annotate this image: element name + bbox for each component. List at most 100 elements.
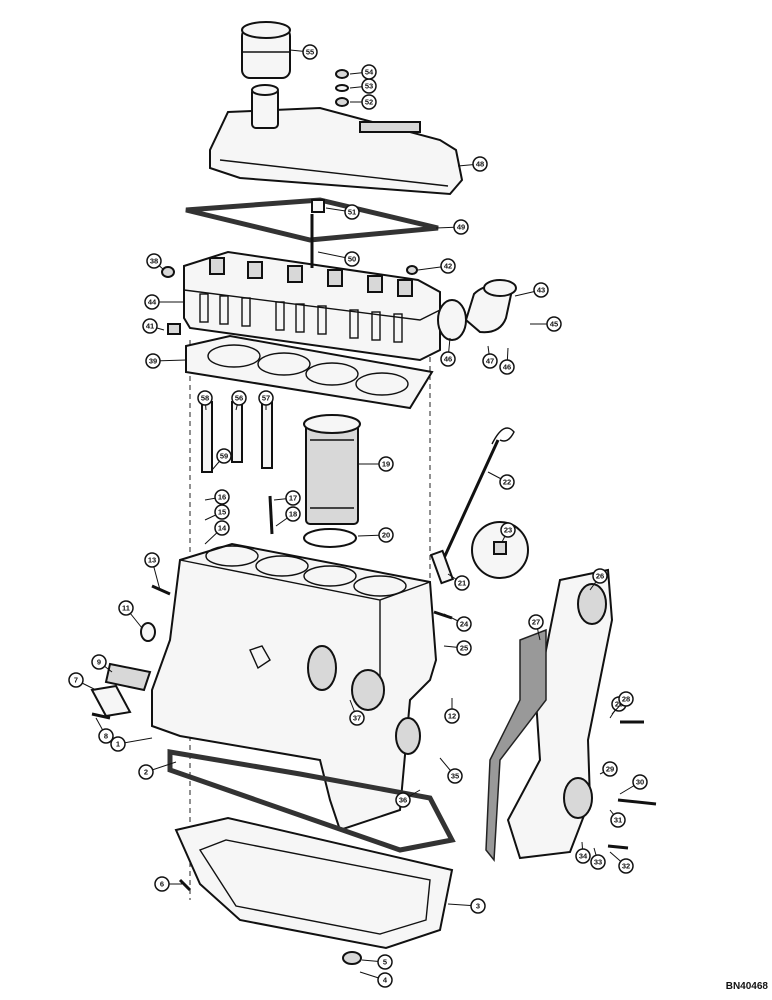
- callout-number: 29: [606, 765, 614, 774]
- callout-46: 46: [499, 347, 515, 375]
- callout-ring: [197, 390, 213, 406]
- callout-14: 14: [204, 520, 230, 545]
- callout-number: 50: [348, 255, 356, 264]
- callout-ring: [456, 616, 472, 632]
- callout-ring: [395, 792, 411, 808]
- callout-number: 22: [503, 478, 511, 487]
- callout-number: 25: [460, 644, 468, 653]
- callout-number: 49: [457, 223, 465, 232]
- callout-number: 35: [451, 772, 459, 781]
- callout-number: 37: [353, 714, 361, 723]
- callout-number: 59: [220, 452, 228, 461]
- callout-ring: [440, 258, 456, 274]
- callout-11: 11: [118, 600, 143, 629]
- callout-ring: [472, 156, 488, 172]
- callout-number: 48: [476, 160, 484, 169]
- callout-ring: [142, 318, 158, 334]
- callout-number: 12: [448, 712, 456, 721]
- callout-23: 23: [500, 522, 516, 543]
- callout-number: 33: [594, 858, 602, 867]
- callout-number: 5: [383, 958, 387, 967]
- oil-pan: [174, 816, 454, 965]
- callout-9: 9: [91, 654, 113, 673]
- callout-number: 8: [104, 732, 108, 741]
- callout-ring: [499, 359, 515, 375]
- callout-42: 42: [417, 258, 456, 274]
- head-gasket: [185, 334, 434, 410]
- callout-number: 57: [262, 394, 270, 403]
- callout-ring: [618, 691, 634, 707]
- callout-number: 26: [596, 572, 604, 581]
- callout-number: 38: [150, 257, 158, 266]
- callout-22: 22: [487, 471, 515, 490]
- callout-number: 56: [235, 394, 243, 403]
- callout-4: 4: [359, 971, 393, 988]
- callout-ring: [610, 812, 626, 828]
- callout-3: 3: [447, 898, 486, 914]
- callout-26: 26: [589, 568, 608, 591]
- callout-7: 7: [68, 672, 97, 691]
- callout-ring: [533, 282, 549, 298]
- dipstick: [429, 427, 515, 585]
- callout-31: 31: [609, 809, 626, 828]
- callout-49: 49: [435, 219, 469, 235]
- hardware-bolts: [91, 69, 657, 892]
- callout-8: 8: [95, 717, 114, 744]
- callout-ring: [482, 353, 498, 369]
- callout-13: 13: [144, 552, 161, 591]
- callout-ring: [528, 614, 544, 630]
- callout-ring: [118, 600, 134, 616]
- callout-ring: [632, 774, 648, 790]
- callout-44: 44: [144, 294, 184, 310]
- callout-number: 3: [476, 902, 480, 911]
- callout-34: 34: [575, 841, 591, 864]
- callout-45: 45: [530, 316, 562, 332]
- callout-ring: [344, 251, 360, 267]
- callout-ring: [145, 353, 161, 369]
- callout-21: 21: [447, 573, 470, 591]
- callout-ring: [500, 522, 516, 538]
- callout-19: 19: [358, 456, 394, 472]
- callout-32: 32: [609, 851, 634, 874]
- callout-ring: [361, 94, 377, 110]
- callout-55: 55: [289, 44, 318, 60]
- callout-ring: [144, 294, 160, 310]
- callout-ring: [231, 390, 247, 406]
- callout-59: 59: [211, 448, 232, 471]
- water-outlet-elbow: [464, 279, 517, 334]
- callout-17: 17: [273, 490, 301, 506]
- callout-number: 31: [614, 816, 622, 825]
- callout-56: 56: [231, 390, 247, 411]
- callout-ring: [68, 672, 84, 688]
- callout-18: 18: [275, 506, 301, 527]
- callout-ring: [258, 390, 274, 406]
- callout-ring: [214, 489, 230, 505]
- callout-number: 24: [460, 620, 469, 629]
- callout-number: 13: [148, 556, 156, 565]
- callout-58: 58: [197, 390, 213, 411]
- callout-41: 41: [142, 318, 165, 334]
- callout-number: 42: [444, 262, 452, 271]
- callout-number: 53: [365, 82, 373, 91]
- callout-52: 52: [350, 94, 377, 110]
- callout-36: 36: [395, 789, 421, 808]
- callout-33: 33: [590, 847, 606, 870]
- callout-number: 45: [550, 320, 558, 329]
- engine-block: [151, 542, 438, 832]
- callout-number: 30: [636, 778, 644, 787]
- callout-25: 25: [443, 640, 472, 656]
- callout-number: 58: [201, 394, 209, 403]
- callout-24: 24: [443, 613, 472, 632]
- callout-number: 32: [622, 862, 630, 871]
- callout-ring: [214, 520, 230, 536]
- callout-ring: [377, 972, 393, 988]
- outlet-gasket: [437, 299, 467, 341]
- callout-number: 17: [289, 494, 297, 503]
- detail-inset: [471, 521, 529, 579]
- callout-53: 53: [349, 78, 377, 94]
- callout-ring: [618, 858, 634, 874]
- callout-57: 57: [258, 390, 274, 410]
- callout-5: 5: [361, 954, 393, 970]
- callout-20: 20: [357, 527, 394, 543]
